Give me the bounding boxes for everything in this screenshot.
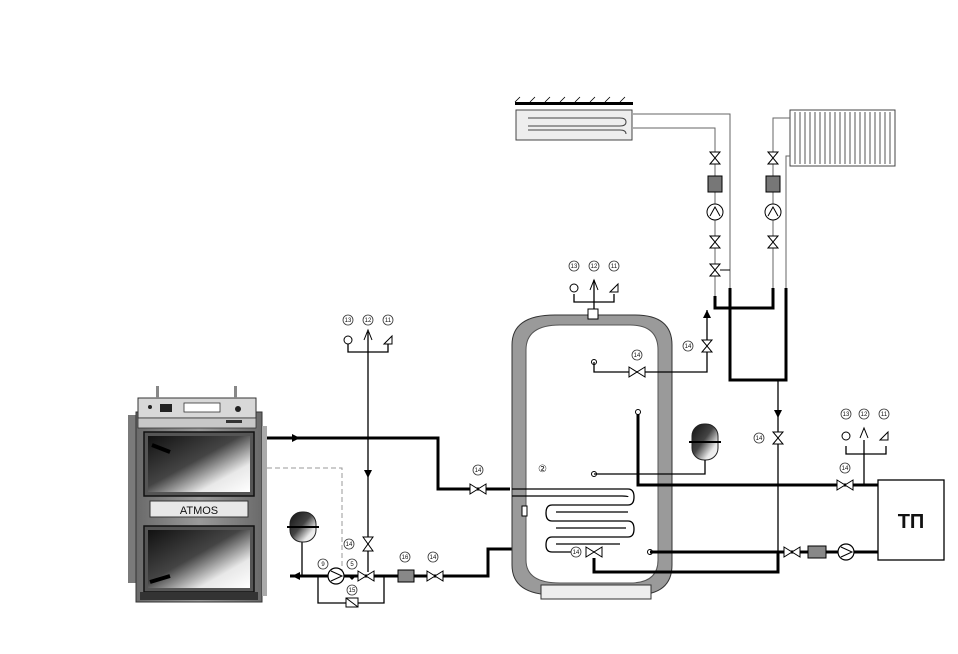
safety-group-boiler: 13 12 11 — [342, 314, 394, 365]
ball-valve-return-riser: 14 — [343, 536, 374, 552]
boiler-pipework — [267, 365, 512, 604]
ball-valve-coil: 14 — [570, 546, 603, 558]
svg-text:16: 16 — [402, 555, 409, 561]
ball-valve-upper: 14 — [682, 339, 714, 353]
ball-valve-return: 14 — [426, 551, 444, 582]
ball-valve-supply: 14 — [469, 464, 487, 495]
svg-text:14: 14 — [346, 542, 353, 548]
tank-coil — [512, 488, 635, 553]
hx-safety-group: 13 12 11 — [840, 408, 890, 468]
ball-valve-tank-top: 14 — [628, 349, 646, 378]
safety-valve-icon — [382, 334, 393, 345]
hx-return-fittings — [783, 543, 855, 561]
svg-text:14: 14 — [475, 468, 482, 474]
ceiling-heater — [514, 96, 633, 141]
svg-text:11: 11 — [385, 318, 392, 324]
boiler-pump: 9 — [317, 558, 345, 585]
svg-text:13: 13 — [843, 412, 850, 418]
bypass-check-valve: 15 — [345, 584, 359, 608]
storage-tank: ② — [511, 308, 673, 600]
thermo-mixing-valve: 5 — [346, 558, 375, 582]
svg-text:11: 11 — [611, 264, 618, 270]
heater-branch-fittings — [706, 151, 730, 277]
svg-text:14: 14 — [842, 466, 849, 472]
pressure-gauge-icon — [343, 335, 353, 345]
sensor-line — [267, 467, 343, 572]
svg-text:5: 5 — [350, 562, 354, 568]
svg-text:11: 11 — [881, 412, 888, 418]
svg-text:14: 14 — [430, 555, 437, 561]
svg-text:14: 14 — [756, 436, 763, 442]
ball-valve-hx-supply: 14 — [836, 462, 854, 491]
filter-return: 16 — [397, 551, 415, 583]
safety-group-tank: 13 12 11 — [568, 260, 620, 309]
brand-plate — [149, 500, 249, 518]
expansion-vessel-tank — [594, 423, 721, 475]
svg-text:13: 13 — [571, 264, 578, 270]
svg-text:13: 13 — [345, 318, 352, 324]
svg-text:12: 12 — [591, 264, 598, 270]
boiler-brand-label: ATMOS — [180, 505, 218, 517]
ball-valve-riser: 14 — [753, 431, 785, 445]
svg-text:9: 9 — [321, 562, 325, 568]
radiator-branch-fittings — [764, 151, 782, 249]
radiator — [789, 109, 896, 167]
svg-text:14: 14 — [685, 344, 692, 350]
boiler: ATMOS — [128, 386, 267, 603]
svg-text:12: 12 — [861, 412, 868, 418]
svg-text:14: 14 — [634, 353, 641, 359]
heat-exchanger-label: ТП — [898, 511, 925, 533]
tank-marker: ② — [538, 464, 547, 475]
expansion-vessel-boiler — [287, 511, 319, 543]
air-vent-icon — [363, 328, 373, 341]
svg-text:15: 15 — [349, 588, 356, 594]
heat-exchanger-unit: ТП — [877, 479, 945, 561]
svg-text:14: 14 — [573, 550, 580, 556]
svg-text:12: 12 — [365, 318, 372, 324]
